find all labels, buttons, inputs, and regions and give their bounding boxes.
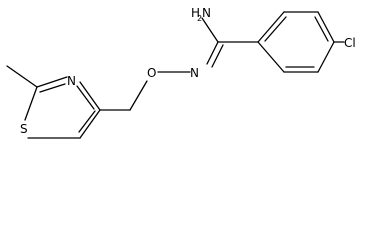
benzene-bond-1	[257, 11, 285, 43]
thiazole-ring	[24, 76, 101, 139]
chemical-structure: H 2 N N O Cl N S	[6, 6, 356, 139]
c-nh2-bond	[201, 17, 219, 43]
benzene-bond-3	[317, 11, 335, 43]
benzene-double-bond-2	[314, 16, 329, 42]
thiazole-bond-n3-c2	[36, 76, 68, 88]
imine-n-label: N	[190, 66, 199, 80]
amine-n-label: N	[202, 6, 211, 20]
benzene-bond-6	[257, 41, 285, 73]
thiazole-double-bond-c4-n3	[76, 85, 95, 110]
thiazole-bond-c5-c4	[79, 109, 101, 139]
atom-nh2: H 2 N	[191, 6, 211, 23]
thiazole-double-bond-c5-c4	[78, 110, 96, 133]
c-n-double-bond-a	[206, 41, 219, 65]
amine-h-label: H	[191, 6, 200, 20]
thiazole-s-label: S	[20, 122, 28, 136]
thiazole-double-bond-c2-n3	[39, 83, 66, 93]
oxygen-label: O	[147, 66, 156, 80]
chlorine-label: Cl	[344, 36, 356, 50]
o-ch2-bond	[129, 80, 148, 111]
benzene-double-bond-1	[264, 16, 287, 42]
methyl-bond	[6, 65, 38, 88]
c-n-double-bond-b	[211, 44, 224, 68]
thiazole-n-label: N	[67, 74, 76, 88]
thiazole-bond-c2-s1	[24, 86, 38, 121]
benzene-bond-4	[317, 41, 335, 73]
benzene-ring	[257, 11, 335, 73]
amine-h-count-label: 2	[197, 14, 202, 23]
thiazole-bond-c4-n3	[79, 81, 101, 111]
